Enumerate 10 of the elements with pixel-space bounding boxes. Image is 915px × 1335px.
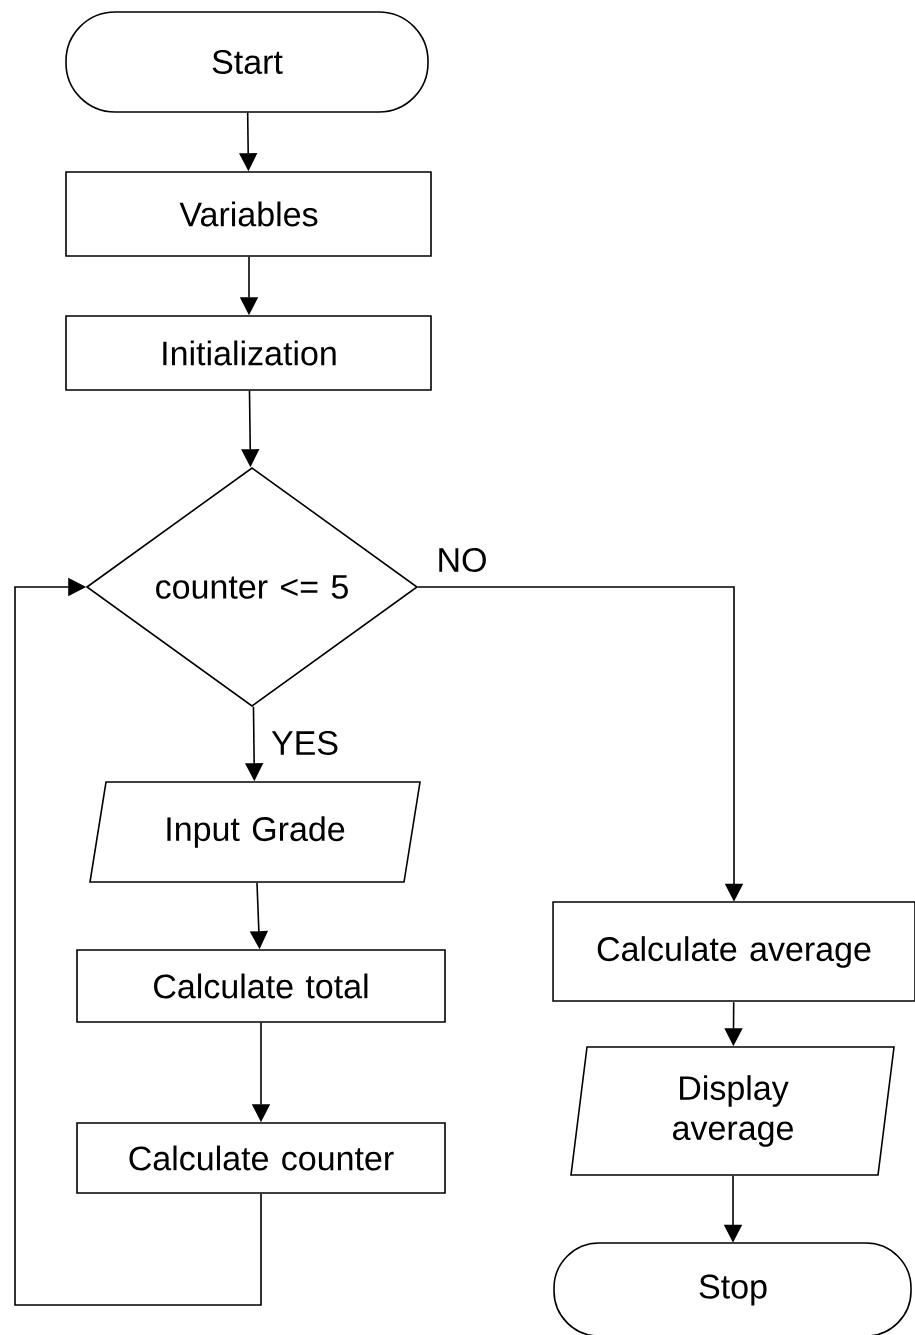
process-box: Calculate average — [552, 901, 915, 1002]
process-box: Initialization — [65, 315, 432, 391]
io-parallelogram: Input Grade — [89, 781, 421, 883]
process-box: Calculate counter — [76, 1122, 446, 1194]
process-box: Variables — [65, 171, 432, 257]
arrow — [14, 577, 262, 1306]
process-box: Calculate total — [76, 949, 446, 1023]
edge-label: YES — [270, 729, 340, 757]
io-parallelogram: Display average — [570, 1046, 895, 1176]
edge-label: NO — [435, 546, 489, 574]
